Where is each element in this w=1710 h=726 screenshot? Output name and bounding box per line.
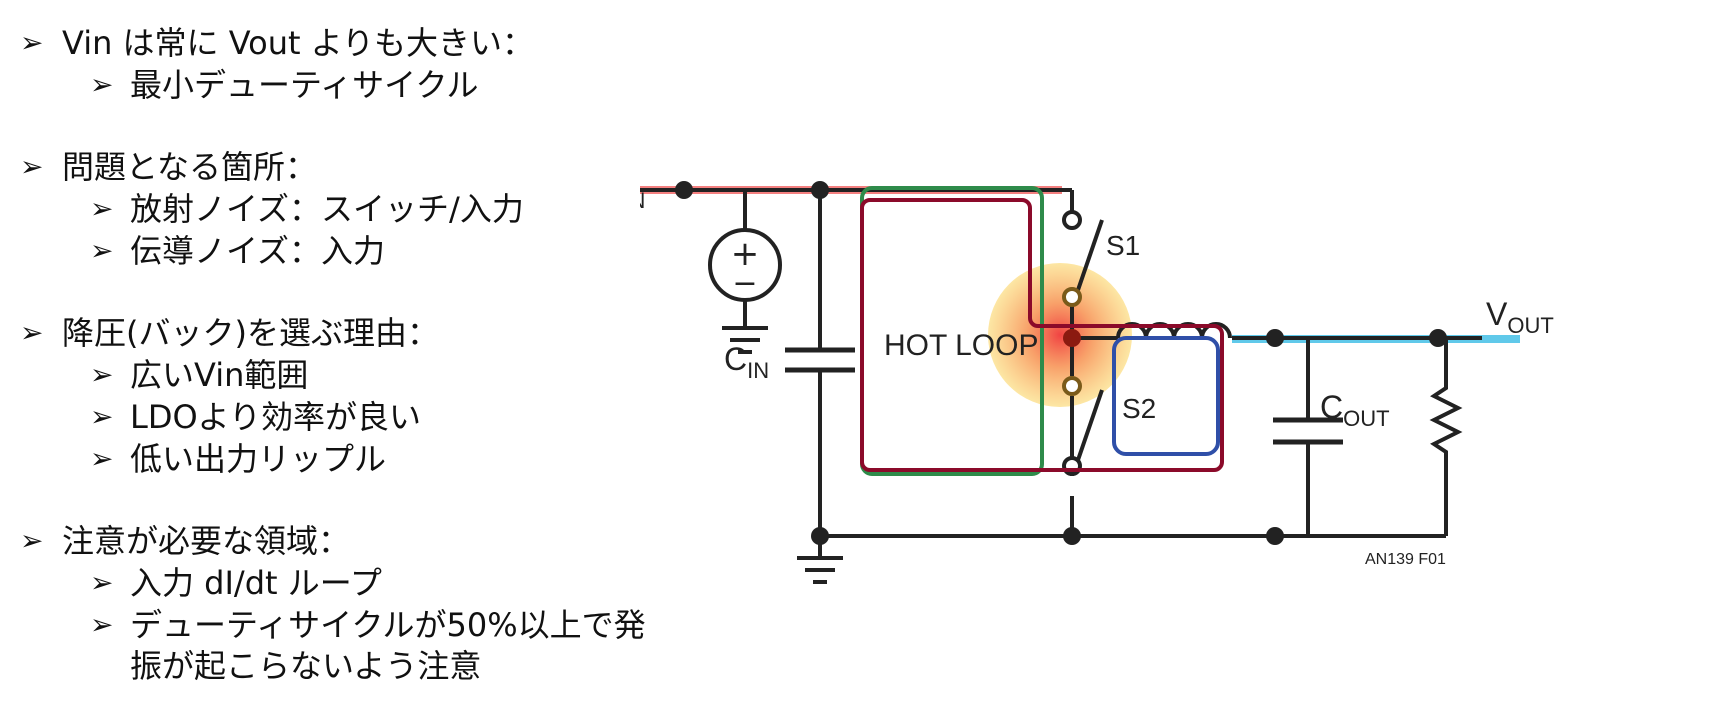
cin-capacitor [785,347,855,373]
vin-label: VIN [640,171,645,213]
switch-s1 [1062,210,1104,307]
bullet-text: デューティサイクルが50%以上で発 [130,606,646,644]
bullet-text: 最小デューティサイクル [130,66,479,104]
bullet-text: 入力 dI/dt ループ [130,564,382,602]
sub-bullet-wide-vin: ➢ 広いVin範囲 [18,354,638,396]
bullet-text: 低い出力リップル [130,440,387,478]
ground-symbol-source [722,326,768,354]
vout-label: VOUT [1486,296,1554,338]
bullet-text: 注意が必要な領域： [62,522,351,560]
blue-s2-loop [1112,336,1220,456]
figure-id-label: AN139 F01 [1365,551,1446,568]
cout-label: COUT [1320,389,1390,431]
arrow-bullet-icon: ➢ [20,524,44,557]
cout-main: C [1320,389,1343,425]
bullet-text: 伝導ノイズ：入力 [130,232,386,270]
bullet-vin-greater: ➢ Vin は常に Vout よりも大きい： [18,22,638,64]
bullet-problem-areas: ➢ 問題となる箇所： [18,146,638,188]
arrow-bullet-icon: ➢ [90,442,114,475]
arrow-bullet-icon: ➢ [90,566,114,599]
arrow-bullet-icon: ➢ [90,234,114,267]
buck-converter-schematic: + − [640,171,1554,584]
sub-bullet-input-didt: ➢ 入力 dI/dt ループ [18,562,638,604]
arrow-bullet-icon: ➢ [90,400,114,433]
arrow-bullet-icon: ➢ [90,192,114,225]
red-hot-loop [860,198,1224,472]
arrow-bullet-icon: ➢ [20,150,44,183]
sub-bullet-low-ripple: ➢ 低い出力リップル [18,438,638,480]
bullet-attention-areas: ➢ 注意が必要な領域： [18,520,638,562]
vout-subscript: OUT [1507,313,1553,338]
bullet-why-buck: ➢ 降圧(バック)を選ぶ理由： [18,312,638,354]
vout-main: V [1486,296,1508,332]
vin-subscript: IN [640,188,645,213]
arrow-bullet-icon: ➢ [20,316,44,349]
source-plus: + [731,234,760,274]
sub-bullet-conducted-noise: ➢ 伝導ノイズ：入力 [18,230,638,272]
sub-bullet-radiated-noise: ➢ 放射ノイズ：スイッチ/入力 [18,188,638,230]
bullet-text: 放射ノイズ：スイッチ/入力 [130,190,524,228]
arrow-bullet-icon: ➢ [20,26,44,59]
bullet-text: 広いVin範囲 [130,356,309,394]
cout-subscript: OUT [1343,406,1389,431]
cin-subscript: IN [747,358,769,383]
ground-symbol-main [797,556,843,584]
sub-bullet-min-duty: ➢ 最小デューティサイクル [18,64,638,106]
voltage-source [708,228,782,302]
bullet-text: LDOより効率が良い [130,398,422,436]
sub-bullet-efficiency: ➢ LDOより効率が良い [18,396,638,438]
s2-label: S2 [1122,393,1156,424]
junction-dots [675,181,1447,545]
load-resistor [1429,378,1463,460]
hot-loop-label: HOT LOOP [884,329,1038,362]
source-minus: − [732,266,757,301]
cin-main: C [724,341,747,377]
bullet-text: 問題となる箇所： [62,148,318,186]
bullet-text: Vin は常に Vout よりも大きい： [62,24,535,62]
arrow-bullet-icon: ➢ [90,608,114,641]
sub-bullet-duty-oscillation: ➢ デューティサイクルが50%以上で発 [18,604,646,646]
arrow-bullet-icon: ➢ [90,68,114,101]
sub-bullet-duty-oscillation-cont: 振が起こらないよう注意 [130,647,482,685]
cout-capacitor [1273,417,1343,445]
arrow-bullet-icon: ➢ [90,358,114,391]
s1-label: S1 [1106,230,1140,261]
bullet-list: ➢ Vin は常に Vout よりも大きい： ➢ 最小デューティサイクル ➢ 問… [18,22,646,686]
cin-label: CIN [724,341,769,383]
bullet-text: 降圧(バック)を選ぶ理由： [62,314,439,352]
hot-spot-glow [988,263,1132,407]
